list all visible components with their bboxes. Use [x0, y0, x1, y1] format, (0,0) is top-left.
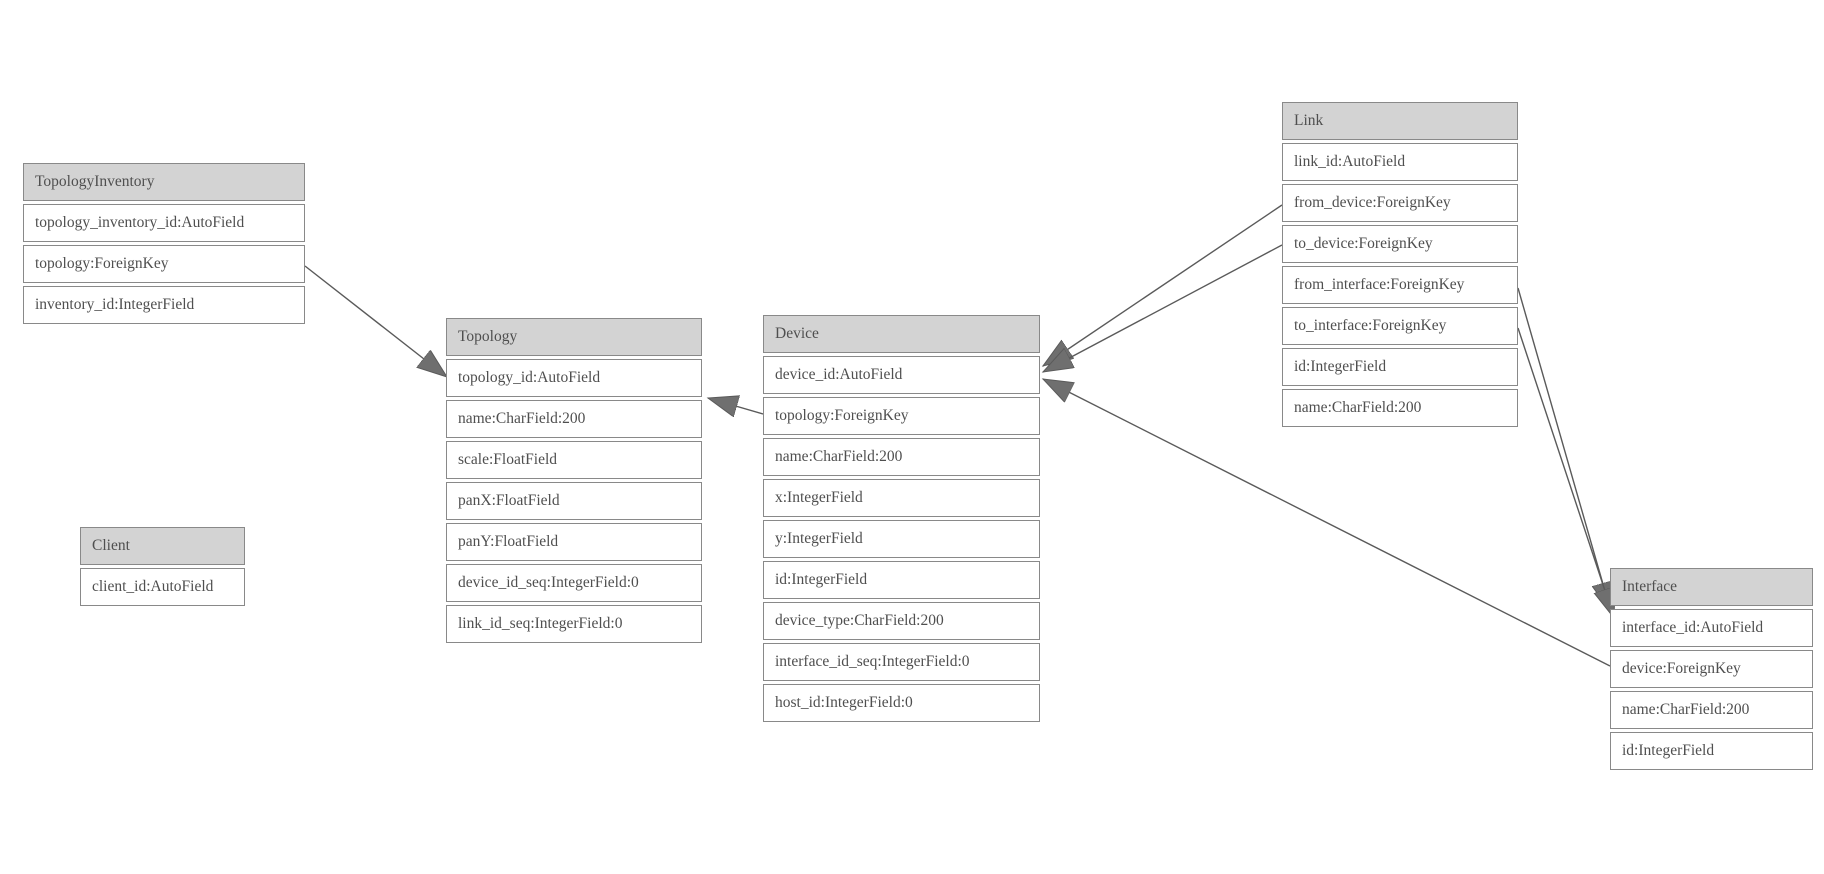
- relationship-edge-link-to-device: [1043, 244, 1283, 372]
- table-header-device: Device: [763, 315, 1040, 353]
- relationship-edge-link-from-interface: [1517, 287, 1611, 612]
- table-field-row: topology_inventory_id:AutoField: [23, 204, 305, 242]
- relationship-edge-device-topology: [708, 398, 764, 414]
- table-field-row: from_device:ForeignKey: [1282, 184, 1518, 222]
- table-field-row: interface_id:AutoField: [1610, 609, 1813, 647]
- table-field-row: from_interface:ForeignKey: [1282, 266, 1518, 304]
- table-field-row: id:IntegerField: [763, 561, 1040, 599]
- table-field-row: inventory_id:IntegerField: [23, 286, 305, 324]
- table-field-row: topology:ForeignKey: [23, 245, 305, 283]
- relationship-edge-link-from-device: [1043, 204, 1283, 366]
- table-field-row: link_id:AutoField: [1282, 143, 1518, 181]
- table-field-row: id:IntegerField: [1282, 348, 1518, 386]
- table-field-row: x:IntegerField: [763, 479, 1040, 517]
- table-field-row: panY:FloatField: [446, 523, 702, 561]
- table-field-row: client_id:AutoField: [80, 568, 245, 606]
- table-field-row: name:CharField:200: [1610, 691, 1813, 729]
- table-field-row: device_id_seq:IntegerField:0: [446, 564, 702, 602]
- relationship-edge-link-to-interface: [1517, 327, 1614, 618]
- table-field-row: name:CharField:200: [446, 400, 702, 438]
- table-field-row: device_type:CharField:200: [763, 602, 1040, 640]
- table-field-row: panX:FloatField: [446, 482, 702, 520]
- table-header-client: Client: [80, 527, 245, 565]
- table-header-interface: Interface: [1610, 568, 1813, 606]
- table-field-row: to_device:ForeignKey: [1282, 225, 1518, 263]
- table-field-row: to_interface:ForeignKey: [1282, 307, 1518, 345]
- table-field-row: id:IntegerField: [1610, 732, 1813, 770]
- table-field-row: name:CharField:200: [1282, 389, 1518, 427]
- table-field-row: topology:ForeignKey: [763, 397, 1040, 435]
- table-field-row: interface_id_seq:IntegerField:0: [763, 643, 1040, 681]
- table-field-row: host_id:IntegerField:0: [763, 684, 1040, 722]
- table-field-row: topology_id:AutoField: [446, 359, 702, 397]
- table-header-link: Link: [1282, 102, 1518, 140]
- table-field-row: y:IntegerField: [763, 520, 1040, 558]
- table-field-row: device_id:AutoField: [763, 356, 1040, 394]
- table-field-row: link_id_seq:IntegerField:0: [446, 605, 702, 643]
- table-field-row: device:ForeignKey: [1610, 650, 1813, 688]
- relationship-edge-topologyinventory-topology: [304, 265, 447, 377]
- table-field-row: name:CharField:200: [763, 438, 1040, 476]
- table-field-row: scale:FloatField: [446, 441, 702, 479]
- table-header-topology-inventory: TopologyInventory: [23, 163, 305, 201]
- table-header-topology: Topology: [446, 318, 702, 356]
